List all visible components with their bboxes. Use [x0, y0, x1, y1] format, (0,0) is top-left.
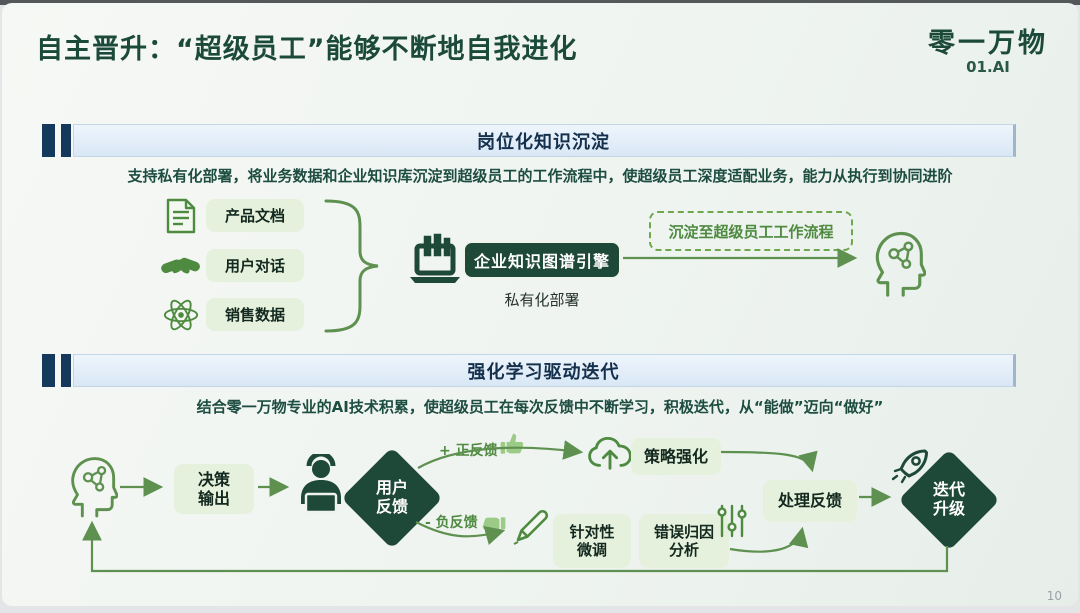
section2-description: 结合零一万物专业的AI技术积累，使超级员工在每次反馈中不断学习，积极迭代，从“能…	[196, 398, 884, 416]
brace-icon	[312, 197, 392, 335]
source-label: 产品文档	[224, 207, 285, 225]
source-pill-user-dialogs: 用户对话	[206, 249, 304, 282]
node-label-line: 反馈	[375, 496, 408, 516]
node-label-line: 决策	[197, 469, 230, 489]
section1-header-label: 岗位化知识沉淀	[477, 131, 610, 153]
node-iterate-upgrade-label: 迭代 升级	[921, 480, 977, 519]
section1-accent-bar-2	[61, 124, 71, 157]
section1-accent-bar-1	[42, 124, 55, 157]
handshake-icon	[160, 249, 202, 281]
rocket-icon	[890, 447, 930, 487]
source-pill-sales-data: 销售数据	[206, 298, 304, 331]
node-strategy-reinforce: 策略强化	[631, 438, 721, 475]
head-network-icon	[64, 454, 118, 518]
thumb-up-icon	[499, 431, 525, 457]
sink-label: 沉淀至超级员工工作流程	[668, 222, 834, 241]
laptop-books-icon	[408, 231, 462, 285]
head-network-icon	[868, 229, 926, 297]
node-label-line: 输出	[197, 489, 230, 508]
node-label-line: 错误归因	[653, 523, 714, 541]
negative-feedback-label: - 负反馈	[425, 515, 478, 531]
section2-header-label: 强化学习驱动迭代	[467, 361, 620, 383]
engine-box: 企业知识图谱引擎	[463, 241, 621, 279]
logo: 零一万物 01.AI	[928, 21, 1048, 76]
node-label-line: 分析	[668, 541, 699, 559]
sink-dashed-box: 沉淀至超级员工工作流程	[649, 211, 853, 251]
logo-subbrand: 01.AI	[966, 58, 1010, 76]
section1-header: 岗位化知识沉淀	[73, 124, 1016, 157]
node-label-line: 升级	[932, 498, 965, 518]
cloud-upload-icon	[587, 436, 633, 472]
node-user-feedback-label: 用户 反馈	[364, 478, 420, 517]
source-label: 用户对话	[224, 257, 285, 275]
section1-description: 支持私有化部署，将业务数据和企业知识库沉淀到超级员工的工作流程中，使超级员工深度…	[127, 167, 953, 185]
sliders-icon	[717, 504, 747, 538]
page-number: 10	[1046, 589, 1062, 603]
node-decision-output: 决策 输出	[174, 464, 254, 514]
positive-feedback-label: + 正反馈	[439, 443, 498, 459]
node-label: 处理反馈	[777, 491, 842, 511]
thumb-down-icon	[481, 514, 507, 540]
node-label: 策略强化	[643, 446, 708, 466]
page-title: 自主晋升：“超级员工”能够不断地自我进化	[36, 34, 578, 65]
node-error-attribution: 错误归因 分析	[639, 514, 729, 568]
section2-accent-bar-2	[61, 354, 71, 387]
section2-accent-bar-1	[42, 354, 55, 387]
node-label-line: 微调	[576, 541, 607, 559]
person-laptop-icon	[293, 454, 349, 518]
engine-label: 企业知识图谱引擎	[473, 252, 610, 271]
node-label-line: 用户	[375, 478, 408, 497]
pencil-icon	[512, 506, 552, 546]
node-label-line: 迭代	[932, 480, 965, 499]
slide: 自主晋升：“超级员工”能够不断地自我进化 零一万物 01.AI 岗位化知识沉淀 …	[2, 3, 1078, 606]
node-label-line: 针对性	[569, 523, 615, 541]
document-icon	[162, 197, 200, 235]
section2-header: 强化学习驱动迭代	[73, 354, 1016, 387]
atom-icon	[162, 296, 200, 334]
source-label: 销售数据	[224, 306, 285, 324]
logo-brand: 零一万物	[928, 28, 1048, 59]
source-pill-product-docs: 产品文档	[206, 199, 304, 232]
deployment-label: 私有化部署	[504, 291, 580, 309]
node-targeted-finetune: 针对性 微调	[553, 514, 631, 568]
node-process-feedback: 处理反馈	[763, 480, 857, 522]
